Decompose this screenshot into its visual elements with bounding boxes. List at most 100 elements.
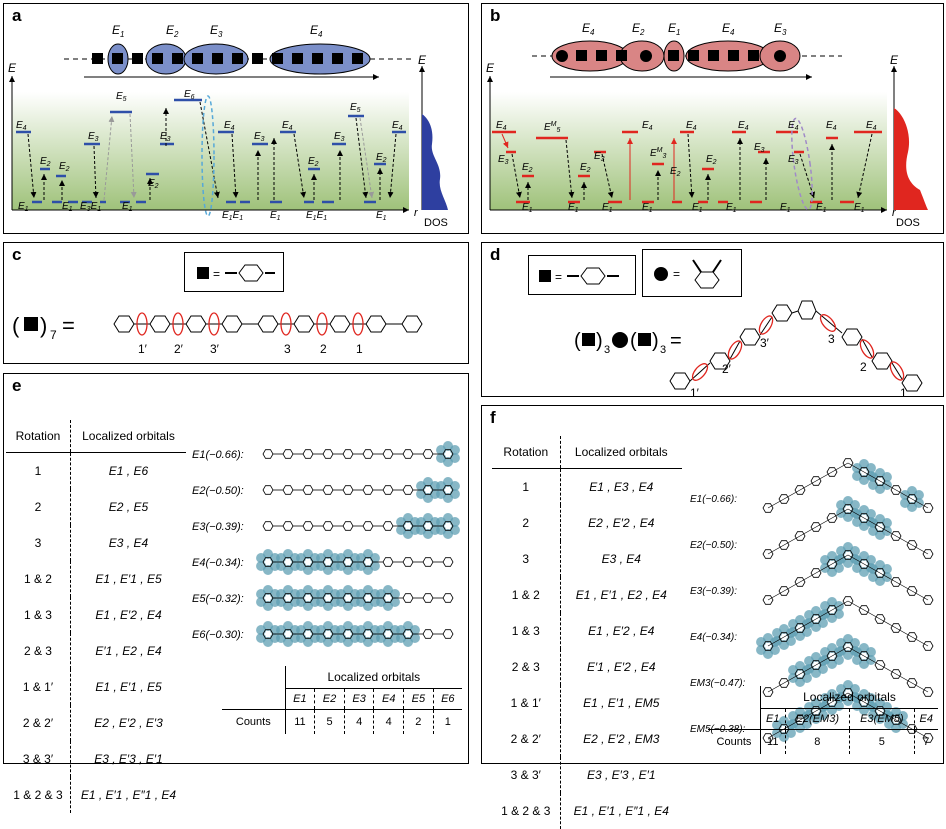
svg-text:): ) (596, 330, 603, 352)
svg-text:E4: E4 (224, 120, 235, 132)
svg-text:E4: E4 (722, 21, 735, 37)
orbital-row-e-6: E6(−0.30): (192, 621, 454, 647)
svg-text:DOS: DOS (424, 217, 448, 229)
svg-text:E: E (8, 61, 17, 75)
svg-text:E2: E2 (59, 161, 70, 173)
orbital-label: E4(−0.34): (192, 557, 244, 569)
panel-c: c = ( ) 7 = (3, 242, 469, 364)
panel-e-label: e (12, 376, 22, 395)
svg-text:E2: E2 (706, 154, 717, 166)
svg-text:7: 7 (50, 328, 57, 342)
svg-text:2′: 2′ (722, 362, 732, 376)
orbital-label: E1(−0.66): (192, 449, 244, 461)
svg-text:E3: E3 (498, 154, 509, 166)
panel-c-label: c (12, 245, 22, 264)
svg-text:E1: E1 (816, 202, 827, 214)
svg-text:DOS: DOS (896, 217, 920, 229)
panel-f-label: f (490, 408, 496, 427)
orbital-label: E4(−0.34): (690, 632, 737, 643)
svg-text:E: E (890, 53, 899, 67)
svg-text:E1: E1 (112, 23, 124, 39)
orbital-label: E3(−0.39): (690, 586, 737, 597)
svg-text:3′: 3′ (210, 342, 220, 356)
svg-text:E3: E3 (88, 131, 99, 143)
panel-e-orbitals: E1(−0.66):E2(−0.50):E3(−0.39):E4(−0.34):… (192, 441, 460, 647)
svg-text:E1: E1 (568, 202, 579, 214)
svg-text:=: = (673, 267, 680, 281)
svg-text:): ) (652, 330, 659, 352)
svg-text:(: ( (630, 330, 637, 352)
orbital-row-f-4: E4(−0.34): (690, 596, 934, 659)
svg-text:E1: E1 (854, 202, 865, 214)
svg-text:E3E1: E3E1 (80, 201, 101, 213)
svg-text:3: 3 (604, 344, 610, 356)
svg-text:E2: E2 (308, 156, 319, 168)
panel-d-legend-circle: = (642, 249, 742, 297)
svg-text:E1E1: E1E1 (222, 210, 243, 222)
orbital-label: EM3(−0.47): (690, 678, 746, 689)
svg-text:3′: 3′ (760, 336, 770, 350)
svg-text:E1E1: E1E1 (306, 210, 327, 222)
panel-a-energy-diagram: E1 E2 E3 E4 E r (8, 23, 448, 229)
panel-e-counts-table: Localized orbitals E1 E2 E3 E4 E5 E6 Cou… (222, 666, 462, 734)
svg-text:EM5: EM5 (544, 121, 561, 134)
svg-text:E3: E3 (160, 131, 171, 143)
svg-text:1: 1 (900, 386, 907, 400)
svg-text:E1: E1 (376, 210, 387, 222)
svg-text:r: r (892, 207, 897, 219)
panel-d-molecule: ( ) 3 ( ) 3 = (574, 300, 923, 400)
panel-d-legend-square: = (528, 255, 636, 295)
svg-text:2: 2 (320, 342, 327, 356)
svg-text:E1: E1 (522, 202, 533, 214)
panel-b: b E4 E2 E1 E4 E3 (481, 3, 944, 234)
svg-text:E1: E1 (62, 201, 73, 213)
svg-text:EM3: EM3 (650, 147, 667, 160)
svg-text:=: = (555, 270, 562, 284)
svg-text:): ) (40, 313, 47, 338)
svg-text:E4: E4 (866, 120, 877, 132)
svg-text:E1: E1 (642, 202, 653, 214)
svg-text:=: = (213, 267, 220, 281)
svg-text:E2: E2 (376, 152, 387, 164)
svg-text:E4: E4 (642, 120, 653, 132)
panel-d-label: d (490, 245, 501, 264)
svg-text:(: ( (12, 313, 20, 338)
svg-text:E1: E1 (602, 202, 613, 214)
svg-text:E4: E4 (392, 120, 403, 132)
svg-text:E3: E3 (788, 154, 799, 166)
svg-text:E: E (486, 61, 495, 75)
svg-text:E6: E6 (184, 89, 195, 101)
svg-text:E2: E2 (166, 23, 179, 39)
svg-text:E4: E4 (826, 120, 837, 132)
panel-a-label: a (12, 6, 22, 25)
svg-text:E1: E1 (726, 202, 737, 214)
orbital-row-f-3: E3(−0.39): (690, 542, 934, 605)
svg-text:E3: E3 (210, 23, 223, 39)
svg-text:E4: E4 (582, 21, 595, 37)
svg-text:E4: E4 (738, 120, 749, 132)
panel-f-counts-table: Localized orbitals E1 E2(EM3) E3(EM5) E4… (708, 686, 938, 754)
svg-text:2: 2 (860, 360, 867, 374)
svg-text:r: r (414, 207, 419, 219)
svg-text:E3: E3 (754, 142, 765, 154)
panel-a: a (3, 3, 469, 234)
svg-text:E1: E1 (692, 202, 703, 214)
svg-text:E2: E2 (580, 162, 591, 174)
orbital-row-e-4: E4(−0.34): (192, 549, 454, 575)
svg-text:3: 3 (828, 332, 835, 346)
svg-text:=: = (62, 313, 75, 338)
svg-text:E5: E5 (350, 102, 361, 114)
svg-text:E2: E2 (522, 162, 533, 174)
orbital-row-e-5: E5(−0.32): (192, 585, 454, 611)
orbital-label: E2(−0.50): (690, 540, 737, 551)
svg-text:E2: E2 (40, 156, 51, 168)
svg-text:E1: E1 (270, 210, 281, 222)
svg-text:(: ( (574, 330, 581, 352)
orbital-row-f-5: EM3(−0.47): (690, 634, 934, 697)
orbital-label: E6(−0.30): (192, 629, 244, 641)
svg-text:3: 3 (660, 344, 666, 356)
svg-text:E1: E1 (122, 201, 133, 213)
svg-text:E3: E3 (254, 131, 265, 143)
